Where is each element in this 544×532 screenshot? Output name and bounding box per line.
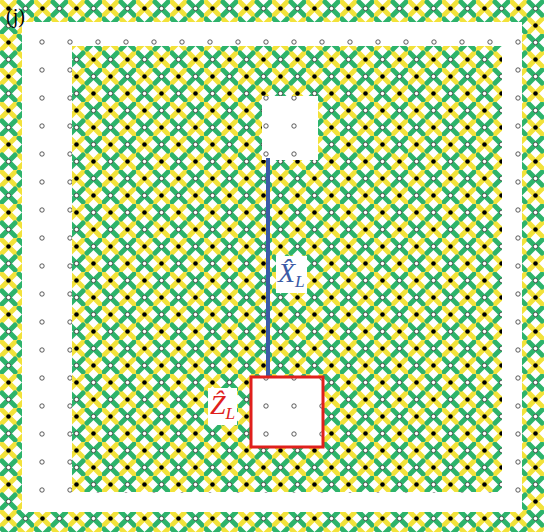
panel-label: (j)	[6, 6, 25, 26]
defect-qubits	[252, 378, 322, 446]
moat	[22, 22, 522, 512]
logical-z-loop	[251, 377, 323, 447]
logical-x-string	[266, 158, 270, 378]
defect-hole	[262, 96, 318, 160]
operator-label: X̂L	[276, 256, 307, 293]
operator-label: ẐL	[208, 388, 237, 425]
moat-qubits	[22, 22, 522, 512]
defect-qubits	[262, 96, 318, 160]
defect-hole	[252, 378, 322, 446]
